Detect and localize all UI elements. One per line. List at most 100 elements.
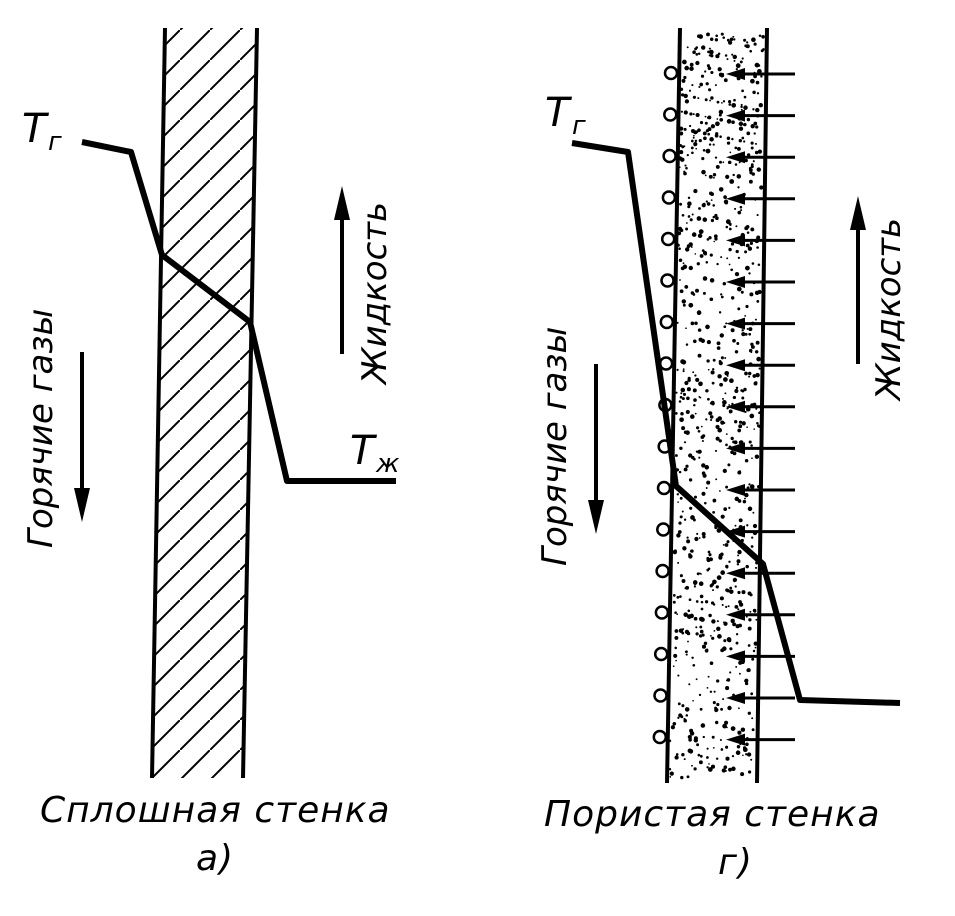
porous-texture-dot	[740, 772, 745, 777]
porous-texture-dot	[729, 179, 735, 184]
porous-texture-dot	[693, 398, 697, 402]
porous-texture-dot	[715, 720, 719, 725]
panel-b: T г Горячие газы Жидкость Пористая стенк…	[535, 27, 909, 883]
porous-texture-dot	[719, 382, 723, 387]
porous-texture-dot	[697, 753, 701, 757]
porous-texture-dot	[689, 112, 693, 116]
porous-texture-dot	[677, 561, 680, 564]
porous-texture-dot	[755, 372, 760, 378]
porous-texture-dot	[680, 392, 683, 395]
arrow-head	[726, 276, 745, 288]
porous-texture-dot	[695, 130, 699, 134]
porous-texture-dot	[759, 185, 764, 190]
porous-texture-dot	[720, 256, 723, 259]
porous-texture-dot	[744, 371, 748, 376]
porous-texture-dot	[687, 378, 691, 383]
bubble-icon	[653, 646, 669, 662]
porous-texture-dot	[746, 668, 750, 672]
porous-texture-dot	[701, 463, 706, 468]
porous-texture-dot	[701, 45, 706, 50]
porous-texture-dot	[679, 446, 683, 451]
porous-texture-dot	[676, 321, 679, 324]
porous-texture-dot	[698, 537, 701, 539]
porous-texture-dot	[737, 256, 741, 260]
porous-texture-dot	[686, 46, 689, 49]
porous-texture-dot	[718, 439, 722, 443]
porous-texture-dot	[751, 536, 754, 539]
porous-texture-dot	[752, 160, 755, 163]
porous-texture-dot	[685, 166, 688, 170]
porous-texture-dot	[700, 435, 705, 439]
porous-texture-dot	[725, 686, 730, 691]
porous-texture-dot	[729, 378, 734, 384]
porous-texture-dot	[730, 726, 736, 731]
porous-texture-dot	[726, 678, 731, 682]
porous-texture-dot	[719, 160, 722, 164]
porous-texture-dot	[745, 44, 750, 49]
porous-texture-dot	[722, 281, 727, 286]
porous-texture-dot	[714, 237, 718, 241]
injection-arrow-left-icon	[726, 525, 795, 538]
porous-texture-dot	[750, 692, 754, 696]
porous-texture-dot	[677, 716, 680, 719]
temperature-profile-b	[571, 140, 901, 706]
porous-texture-dot	[747, 371, 752, 376]
porous-texture-dot	[756, 246, 759, 249]
porous-texture-dot	[692, 518, 696, 522]
porous-texture-dot	[753, 641, 758, 646]
porous-texture-dot	[689, 218, 693, 222]
porous-texture-dot	[740, 727, 746, 732]
porous-texture-dot	[712, 701, 716, 705]
porous-texture-dot	[711, 402, 715, 406]
porous-texture-dot	[744, 678, 749, 683]
porous-texture-dot	[726, 726, 728, 729]
porous-texture-dot	[692, 113, 695, 116]
porous-texture-dot	[697, 97, 700, 100]
porous-texture-dot	[754, 350, 759, 354]
porous-texture-dot	[719, 490, 721, 492]
porous-texture-dot	[680, 93, 685, 97]
porous-texture-dot	[681, 579, 686, 583]
porous-texture-dot	[683, 93, 688, 99]
porous-texture-dot	[725, 225, 729, 229]
porous-texture-dot	[714, 84, 717, 87]
porous-texture-dot	[749, 610, 752, 613]
porous-texture-dot	[744, 497, 746, 500]
porous-texture-dot	[733, 38, 736, 41]
porous-texture-dot	[735, 633, 739, 636]
porous-texture-dot	[732, 173, 735, 177]
porous-texture-dot	[699, 396, 702, 399]
porous-texture-dot	[705, 648, 709, 651]
bubble-icon	[661, 190, 677, 205]
porous-texture-dot	[699, 754, 703, 758]
porous-texture-dot	[740, 108, 743, 111]
porous-texture-dot	[702, 735, 705, 739]
porous-texture-dot	[734, 388, 739, 394]
porous-texture-dot	[722, 544, 725, 546]
porous-texture-dot	[711, 381, 715, 385]
porous-texture-dot	[735, 249, 739, 254]
arrow-head	[726, 192, 745, 205]
porous-texture-dot	[689, 66, 694, 71]
porous-texture-dot	[755, 618, 758, 621]
porous-texture-dot	[748, 168, 753, 172]
porous-texture-dot	[709, 661, 714, 665]
porous-texture-dot	[695, 53, 699, 56]
porous-texture-dot	[756, 235, 761, 240]
bubble-icon	[656, 522, 671, 537]
porous-texture-dot	[674, 412, 678, 415]
porous-texture-dot	[679, 496, 683, 500]
porous-texture-dot	[685, 227, 689, 231]
porous-texture-dot	[704, 98, 708, 102]
porous-texture-dot	[748, 179, 753, 184]
porous-texture-dot	[695, 626, 698, 629]
porous-texture-dot	[699, 82, 704, 87]
porous-texture-dot	[707, 550, 711, 554]
porous-texture-dot	[705, 487, 708, 489]
porous-texture-dot	[731, 137, 734, 141]
porous-texture-dot	[716, 679, 720, 683]
porous-texture-dot	[680, 387, 686, 393]
porous-texture-dot	[745, 564, 749, 569]
porous-texture-dot	[757, 64, 761, 67]
porous-texture-dot	[681, 213, 685, 217]
